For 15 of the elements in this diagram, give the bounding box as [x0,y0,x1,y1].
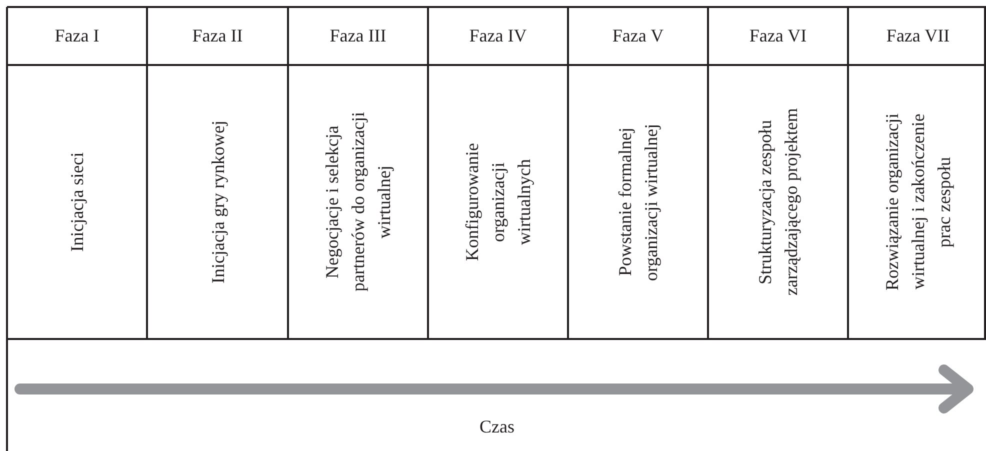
phase-description: Strukturyzacja zespołu zarządzającego projektem [754,107,802,298]
phase-description: Powstanie formalnej organizacji wirtualnej [614,122,662,283]
column-header: Faza II [192,26,243,46]
phase-description: Inicjacja gry rynkowej [206,120,229,284]
phase-description: Inicjacja sieci [66,152,88,252]
axis-label: Czas [480,416,514,438]
column-header: Faza I [54,26,100,46]
column-header: Faza IV [469,26,527,46]
column-header: Faza III [330,26,386,46]
column-header: Faza VII [886,26,950,46]
phase-description: Konfigurowanie organizacji wirtualnych [461,142,535,263]
phase-description: Rozwiązanie organizacji wirtualnej i zakończenie prac zespołu [881,112,955,293]
phase-description: Negocjacje i selekcja partnerów do organizacji wirtualnej [321,111,395,294]
column-header: Faza VI [749,26,807,46]
column-header: Faza V [612,26,664,46]
